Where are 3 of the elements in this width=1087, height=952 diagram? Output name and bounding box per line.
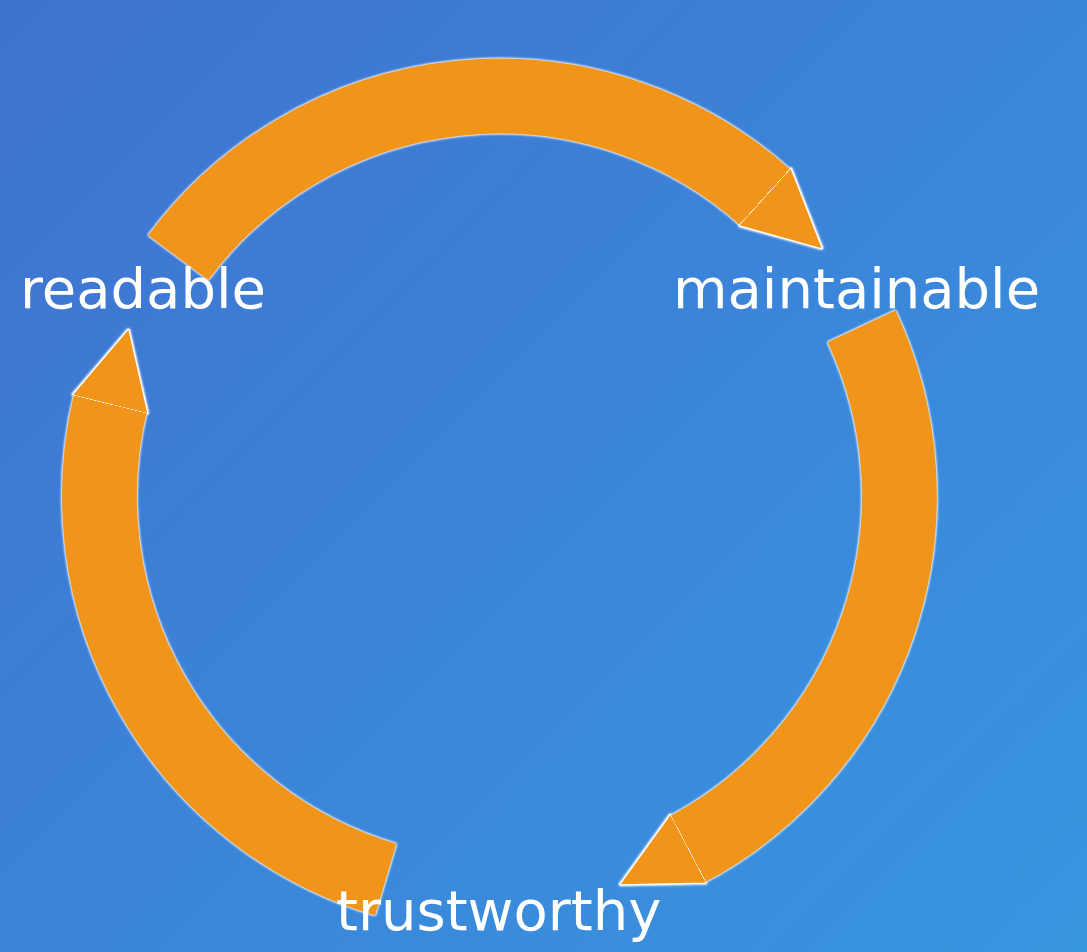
node-label: readable	[20, 258, 266, 320]
node-label: trustworthy	[336, 880, 662, 942]
node-label: maintainable	[673, 258, 1041, 320]
